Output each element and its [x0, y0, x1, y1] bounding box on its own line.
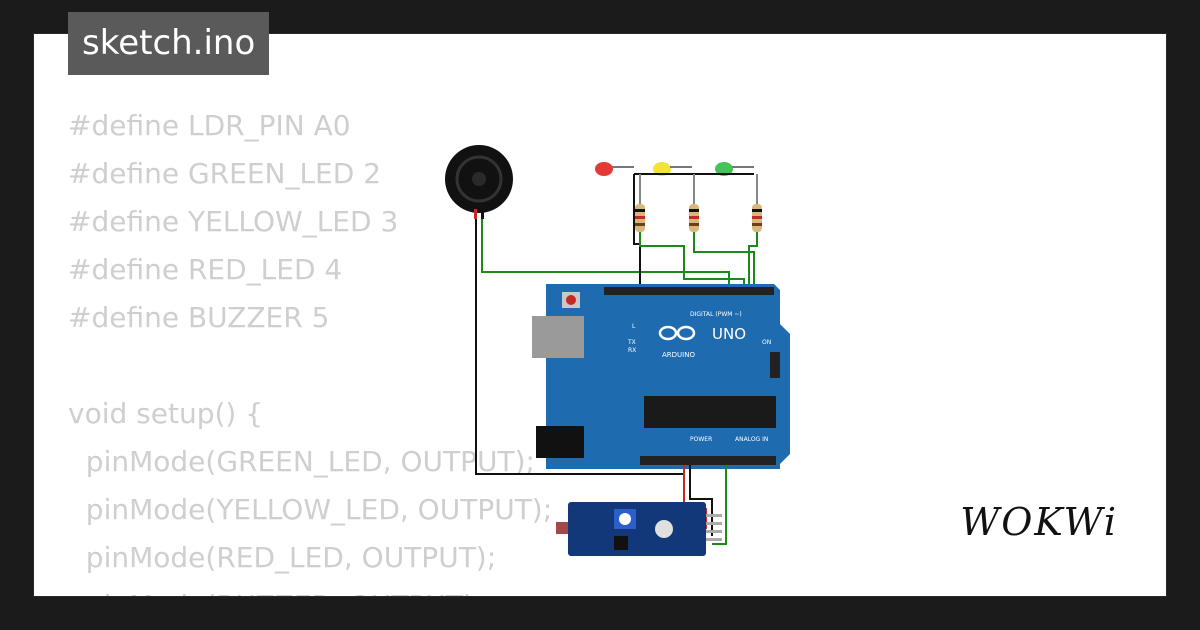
analog-header: [640, 456, 776, 465]
led-yellow[interactable]: [653, 162, 692, 176]
resistor: [752, 174, 762, 232]
power-jack: [536, 426, 584, 458]
code-line: pinMode(BUZZER, OUTPUT);: [68, 582, 552, 596]
board-brand: UNO: [712, 325, 746, 343]
arduino-uno-board[interactable]: DIGITAL (PWM ~) ARDUINO UNO ON L TX RX P…: [532, 284, 790, 469]
file-tab-label: sketch.ino: [82, 23, 256, 63]
power-header-label: POWER: [690, 436, 712, 443]
led-l-label: L: [632, 323, 636, 330]
code-line: void setup() {: [68, 397, 264, 430]
code-editor[interactable]: #define LDR_PIN A0 #define GREEN_LED 2 #de…: [68, 102, 552, 596]
digital-header-label: DIGITAL (PWM ~): [690, 311, 742, 318]
digital-header: [604, 287, 774, 295]
wokwi-logo-text: WOKWi: [960, 500, 1118, 544]
wokwi-logo[interactable]: WOKWi: [960, 500, 1118, 544]
file-tab[interactable]: sketch.ino: [68, 12, 270, 75]
code-line: #define GREEN_LED 2: [68, 157, 382, 190]
analog-header-label: ANALOG IN: [735, 436, 768, 443]
microcontroller-chip: [644, 396, 776, 428]
code-line: #define YELLOW_LED 3: [68, 205, 399, 238]
resistor: [689, 174, 699, 232]
resistor: [635, 174, 645, 232]
preview-card: #define LDR_PIN A0 #define GREEN_LED 2 #de…: [34, 34, 1166, 596]
circuit-diagram: DIGITAL (PWM ~) ARDUINO UNO ON L TX RX P…: [445, 145, 790, 556]
led-red[interactable]: [595, 162, 634, 176]
code-line: pinMode(RED_LED, OUTPUT);: [68, 541, 497, 574]
usb-port: [532, 316, 584, 358]
led-green[interactable]: [715, 162, 754, 176]
code-line: pinMode(YELLOW_LED, OUTPUT);: [68, 493, 553, 526]
ldr-sensor-module[interactable]: [556, 502, 722, 556]
arduino-logo-icon: [658, 325, 696, 341]
led-tx-label: TX: [627, 339, 636, 346]
led-on-label: ON: [762, 339, 771, 346]
code-line: #define BUZZER 5: [68, 301, 330, 334]
code-line: #define RED_LED 4: [68, 253, 343, 286]
code-line: pinMode(GREEN_LED, OUTPUT);: [68, 445, 535, 478]
led-rx-label: RX: [628, 347, 636, 354]
code-line: #define LDR_PIN A0: [68, 109, 351, 142]
board-subtitle: ARDUINO: [662, 351, 695, 359]
buzzer[interactable]: [445, 145, 513, 219]
